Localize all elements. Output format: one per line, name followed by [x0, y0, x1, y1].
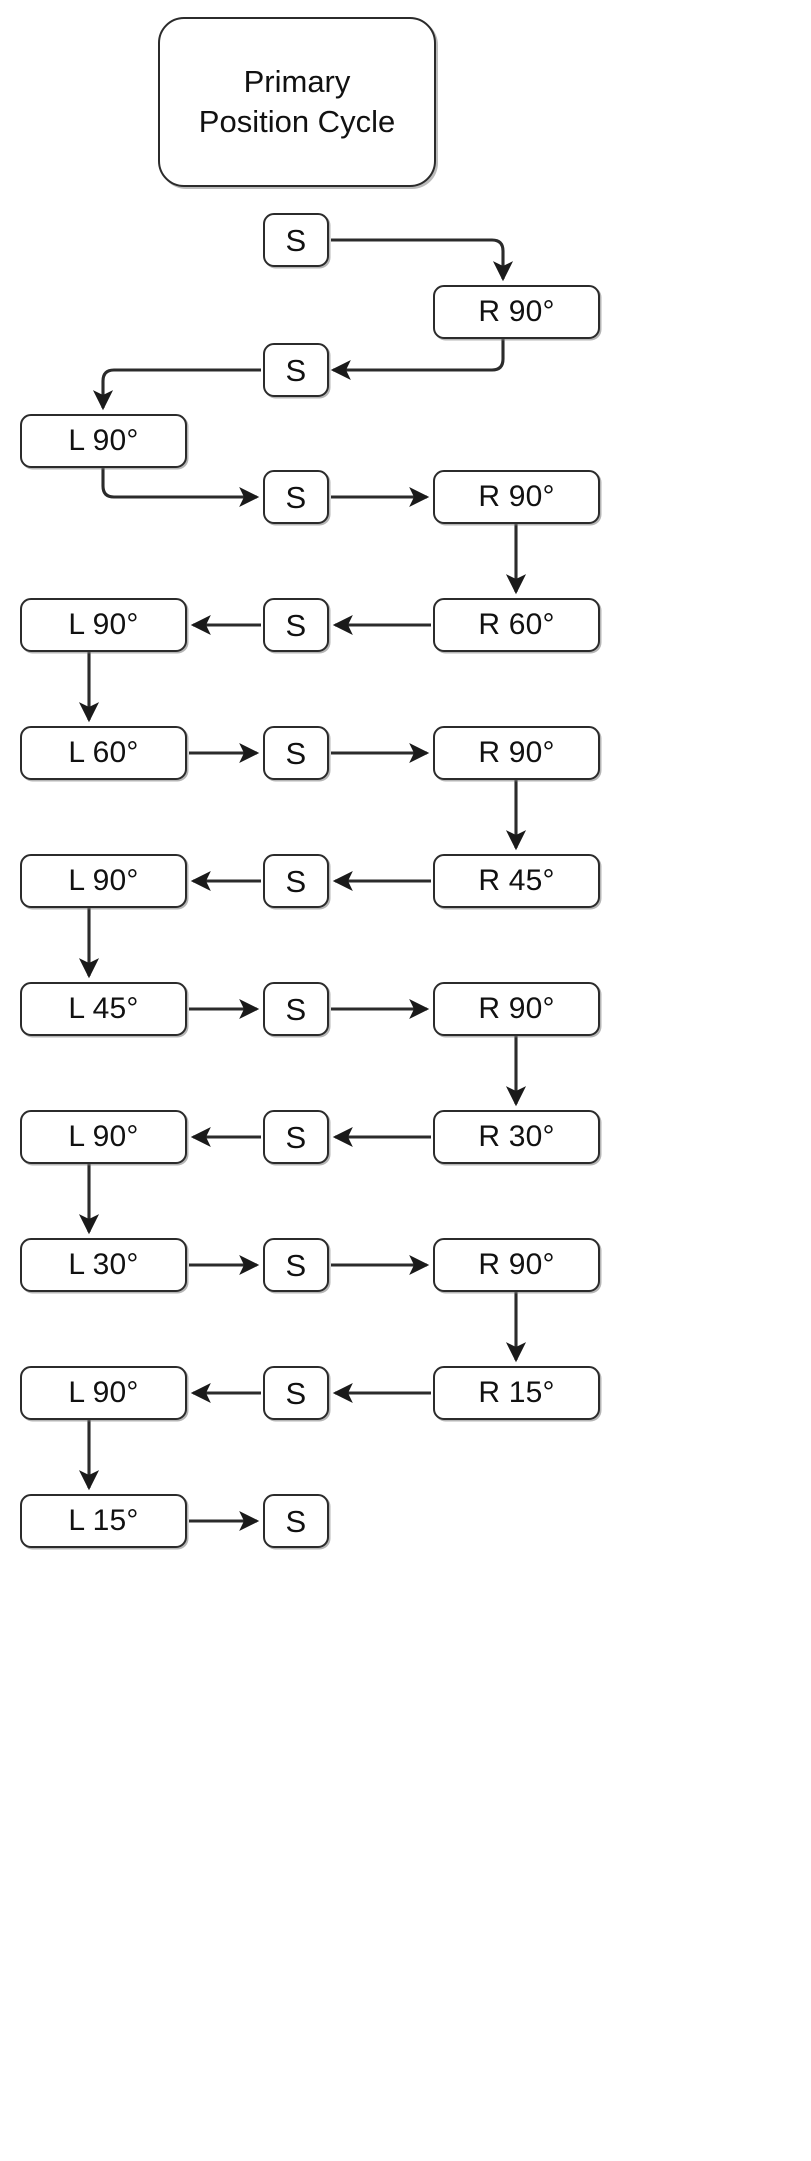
node-n16-left-turn[interactable]: L 45° — [20, 982, 187, 1036]
node-label: R 90° — [478, 736, 555, 769]
title-line-2: Position Cycle — [198, 104, 396, 139]
node-n01-straight[interactable]: S — [263, 213, 329, 267]
node-label: S — [285, 863, 307, 899]
node-label: R 90° — [478, 480, 555, 513]
node-n07-right-turn[interactable]: R 60° — [433, 598, 600, 652]
node-n14-straight[interactable]: S — [263, 854, 329, 908]
node-label: L 45° — [68, 992, 139, 1025]
node-n11-straight[interactable]: S — [263, 726, 329, 780]
node-n13-right-turn[interactable]: R 45° — [433, 854, 600, 908]
node-label: L 15° — [68, 1504, 139, 1537]
node-n24-right-turn[interactable]: R 90° — [433, 1238, 600, 1292]
node-label: S — [285, 735, 307, 771]
node-label: R 90° — [478, 1248, 555, 1281]
node-label: L 90° — [68, 1120, 139, 1153]
node-label: L 90° — [68, 424, 139, 457]
node-label: S — [285, 222, 307, 258]
node-n23-straight[interactable]: S — [263, 1238, 329, 1292]
node-n12-right-turn[interactable]: R 90° — [433, 726, 600, 780]
node-label: S — [285, 991, 307, 1027]
node-n17-straight[interactable]: S — [263, 982, 329, 1036]
node-n04-left-turn[interactable]: L 90° — [20, 414, 187, 468]
node-label: R 45° — [478, 864, 555, 897]
node-label: S — [285, 1503, 307, 1539]
node-n22-left-turn[interactable]: L 30° — [20, 1238, 187, 1292]
node-label: R 90° — [478, 295, 555, 328]
node-label: L 90° — [68, 864, 139, 897]
node-label: L 60° — [68, 736, 139, 769]
node-label: L 30° — [68, 1248, 139, 1281]
node-n29-straight[interactable]: S — [263, 1494, 329, 1548]
node-label: S — [285, 1247, 307, 1283]
node-n10-left-turn[interactable]: L 60° — [20, 726, 187, 780]
node-label: S — [285, 352, 307, 388]
diagram-title-box: Primary Position Cycle — [158, 17, 436, 187]
node-n19-right-turn[interactable]: R 30° — [433, 1110, 600, 1164]
node-n06-right-turn[interactable]: R 90° — [433, 470, 600, 524]
node-n27-left-turn[interactable]: L 90° — [20, 1366, 187, 1420]
node-label: R 30° — [478, 1120, 555, 1153]
node-n02-right-turn[interactable]: R 90° — [433, 285, 600, 339]
node-n25-right-turn[interactable]: R 15° — [433, 1366, 600, 1420]
node-n08-straight[interactable]: S — [263, 598, 329, 652]
node-label: S — [285, 607, 307, 643]
node-n18-right-turn[interactable]: R 90° — [433, 982, 600, 1036]
node-label: R 90° — [478, 992, 555, 1025]
node-label: L 90° — [68, 608, 139, 641]
node-n20-straight[interactable]: S — [263, 1110, 329, 1164]
node-n28-left-turn[interactable]: L 15° — [20, 1494, 187, 1548]
node-n03-straight[interactable]: S — [263, 343, 329, 397]
node-label: R 15° — [478, 1376, 555, 1409]
node-label: L 90° — [68, 1376, 139, 1409]
title-line-1: Primary — [243, 64, 351, 100]
node-n26-straight[interactable]: S — [263, 1366, 329, 1420]
node-label: S — [285, 1119, 307, 1155]
node-label: R 60° — [478, 608, 555, 641]
node-n21-left-turn[interactable]: L 90° — [20, 1110, 187, 1164]
node-label: S — [285, 1375, 307, 1411]
node-label: S — [285, 479, 307, 515]
node-n09-left-turn[interactable]: L 90° — [20, 598, 187, 652]
node-n15-left-turn[interactable]: L 90° — [20, 854, 187, 908]
node-n05-straight[interactable]: S — [263, 470, 329, 524]
